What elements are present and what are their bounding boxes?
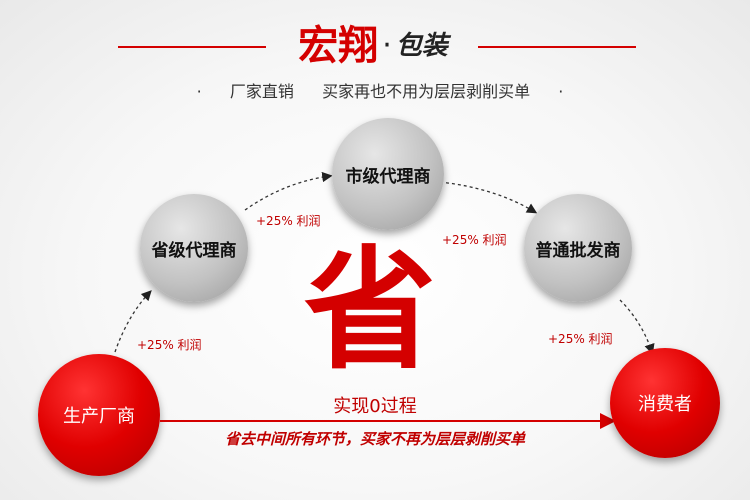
- brand-title: 宏翔 · 包装: [268, 18, 478, 74]
- direct-route-line: [160, 420, 600, 422]
- profit-label-4: +25% 利润: [548, 332, 613, 346]
- profit-label-1: +25% 利润: [137, 338, 202, 352]
- node-wholesaler-label: 普通批发商: [535, 240, 621, 261]
- arrow-producer-to-province: [114, 290, 152, 353]
- arrow-city-to-wholesaler: [439, 181, 538, 214]
- slogan-bullet-left: ·: [196, 82, 202, 101]
- slogan-part-2: 买家再也不用为层层剥削买单: [322, 82, 531, 101]
- node-producer: 生产厂商: [38, 354, 160, 476]
- zero-process-label: 实现0过程: [333, 396, 417, 417]
- brand-subtitle: 包装: [395, 31, 448, 61]
- node-province-agent-label: 省级代理商: [151, 240, 237, 261]
- node-consumer: 消费者: [610, 348, 720, 458]
- slogan: · 厂家直销 买家再也不用为层层剥削买单 ·: [150, 78, 610, 102]
- node-city-agent: 市级代理商: [332, 118, 444, 230]
- node-wholesaler: 普通批发商: [524, 194, 632, 302]
- node-producer-label: 生产厂商: [63, 406, 135, 427]
- brand-name: 宏翔: [298, 23, 379, 69]
- slogan-part-1: 厂家直销: [229, 82, 294, 101]
- slogan-bullet-right: ·: [558, 82, 564, 101]
- node-city-agent-label: 市级代理商: [345, 166, 431, 187]
- node-province-agent: 省级代理商: [140, 194, 248, 302]
- profit-label-2: +25% 利润: [256, 214, 321, 228]
- bottom-slogan: 省去中间所有环节，买家不再为层层剥削买单: [224, 430, 525, 448]
- brand-separator: ·: [382, 28, 392, 63]
- title-line-right: [478, 46, 636, 48]
- node-consumer-label: 消费者: [638, 394, 692, 415]
- save-character: 省: [304, 234, 436, 388]
- profit-label-3: +25% 利润: [442, 233, 507, 247]
- arrow-province-to-city: [244, 171, 333, 211]
- title-line-left: [118, 46, 266, 48]
- arrow-wholesaler-to-consumer: [619, 299, 655, 355]
